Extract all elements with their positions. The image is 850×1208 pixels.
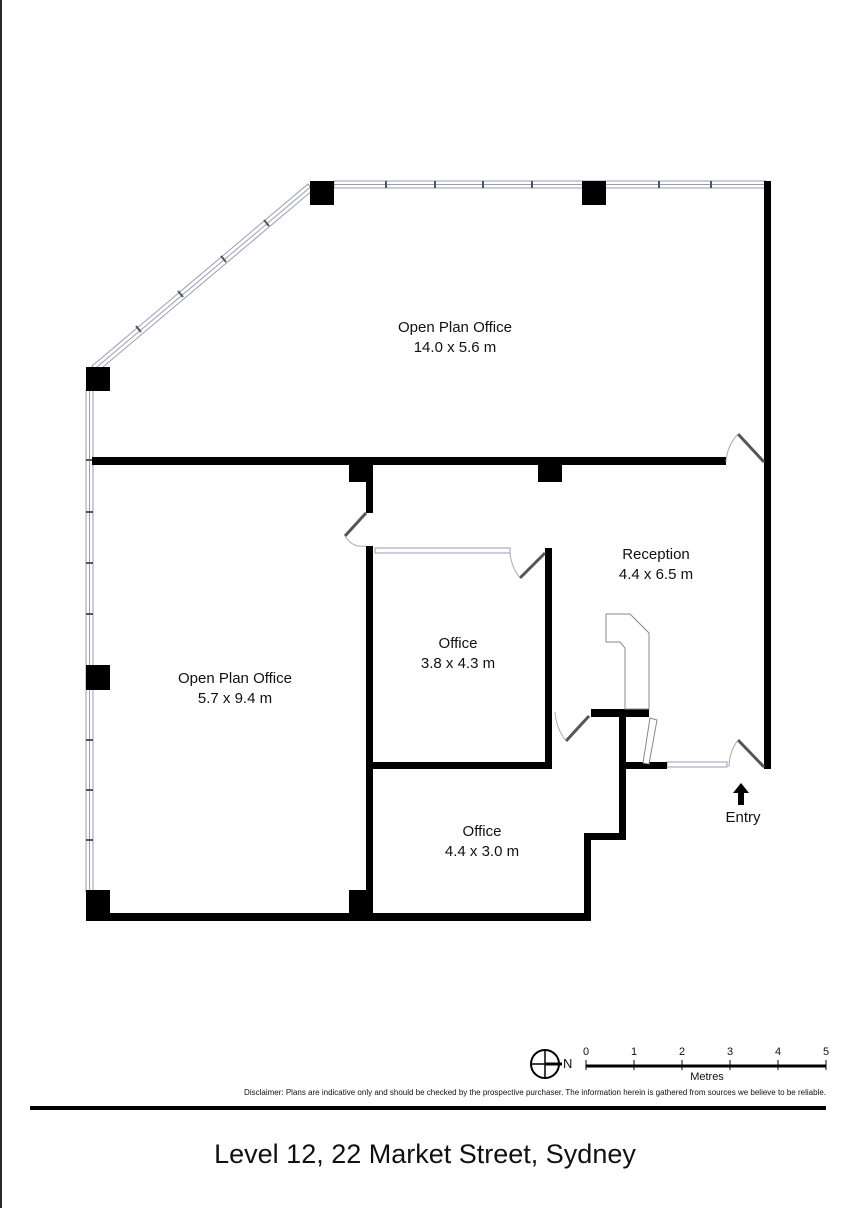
walls bbox=[86, 181, 771, 921]
scale-unit: Metres bbox=[690, 1071, 724, 1083]
room-name: Office bbox=[438, 635, 478, 652]
window-left bbox=[85, 389, 94, 893]
stair-fixture bbox=[605, 613, 650, 710]
room-name: Open Plan Office bbox=[178, 670, 292, 687]
room-name: Reception bbox=[622, 546, 690, 563]
scale-tick-3: 3 bbox=[726, 1046, 734, 1058]
divider-rule bbox=[30, 1106, 826, 1110]
north-compass-icon bbox=[530, 1049, 562, 1079]
entry-arrow-icon bbox=[733, 783, 749, 805]
page-title: Level 12, 22 Market Street, Sydney bbox=[214, 1139, 636, 1169]
scale-bar bbox=[585, 1060, 827, 1070]
scale-tick-0: 0 bbox=[582, 1046, 590, 1058]
room-size: 3.8 x 4.3 m bbox=[420, 655, 496, 672]
room-size: 4.4 x 6.5 m bbox=[618, 566, 694, 583]
room-office-small: Office 3.8 x 4.3 m bbox=[421, 634, 495, 674]
room-name: Office bbox=[462, 823, 502, 840]
room-open-plan-office-north: Open Plan Office 14.0 x 5.6 m bbox=[398, 318, 512, 358]
disclaimer: Disclaimer: Plans are indicative only an… bbox=[244, 1088, 826, 1097]
north-label: N bbox=[563, 1056, 573, 1071]
entry-label: Entry bbox=[725, 809, 761, 826]
room-reception: Reception 4.4 x 6.5 m bbox=[619, 545, 693, 585]
room-size: 5.7 x 9.4 m bbox=[197, 690, 273, 707]
room-open-plan-office-west: Open Plan Office 5.7 x 9.4 m bbox=[178, 669, 292, 709]
doors bbox=[343, 432, 766, 769]
scale-tick-1: 1 bbox=[630, 1046, 638, 1058]
scale-tick-2: 2 bbox=[678, 1046, 686, 1058]
window-top bbox=[333, 180, 767, 189]
room-size: 14.0 x 5.6 m bbox=[413, 339, 497, 356]
scale-tick-5: 5 bbox=[822, 1046, 830, 1058]
room-size: 4.4 x 3.0 m bbox=[444, 843, 520, 860]
scale-tick-4: 4 bbox=[774, 1046, 782, 1058]
window-diagonal bbox=[91, 183, 314, 373]
page-left-border bbox=[0, 0, 2, 1208]
room-office-south: Office 4.4 x 3.0 m bbox=[445, 822, 519, 862]
room-name: Open Plan Office bbox=[398, 319, 512, 336]
